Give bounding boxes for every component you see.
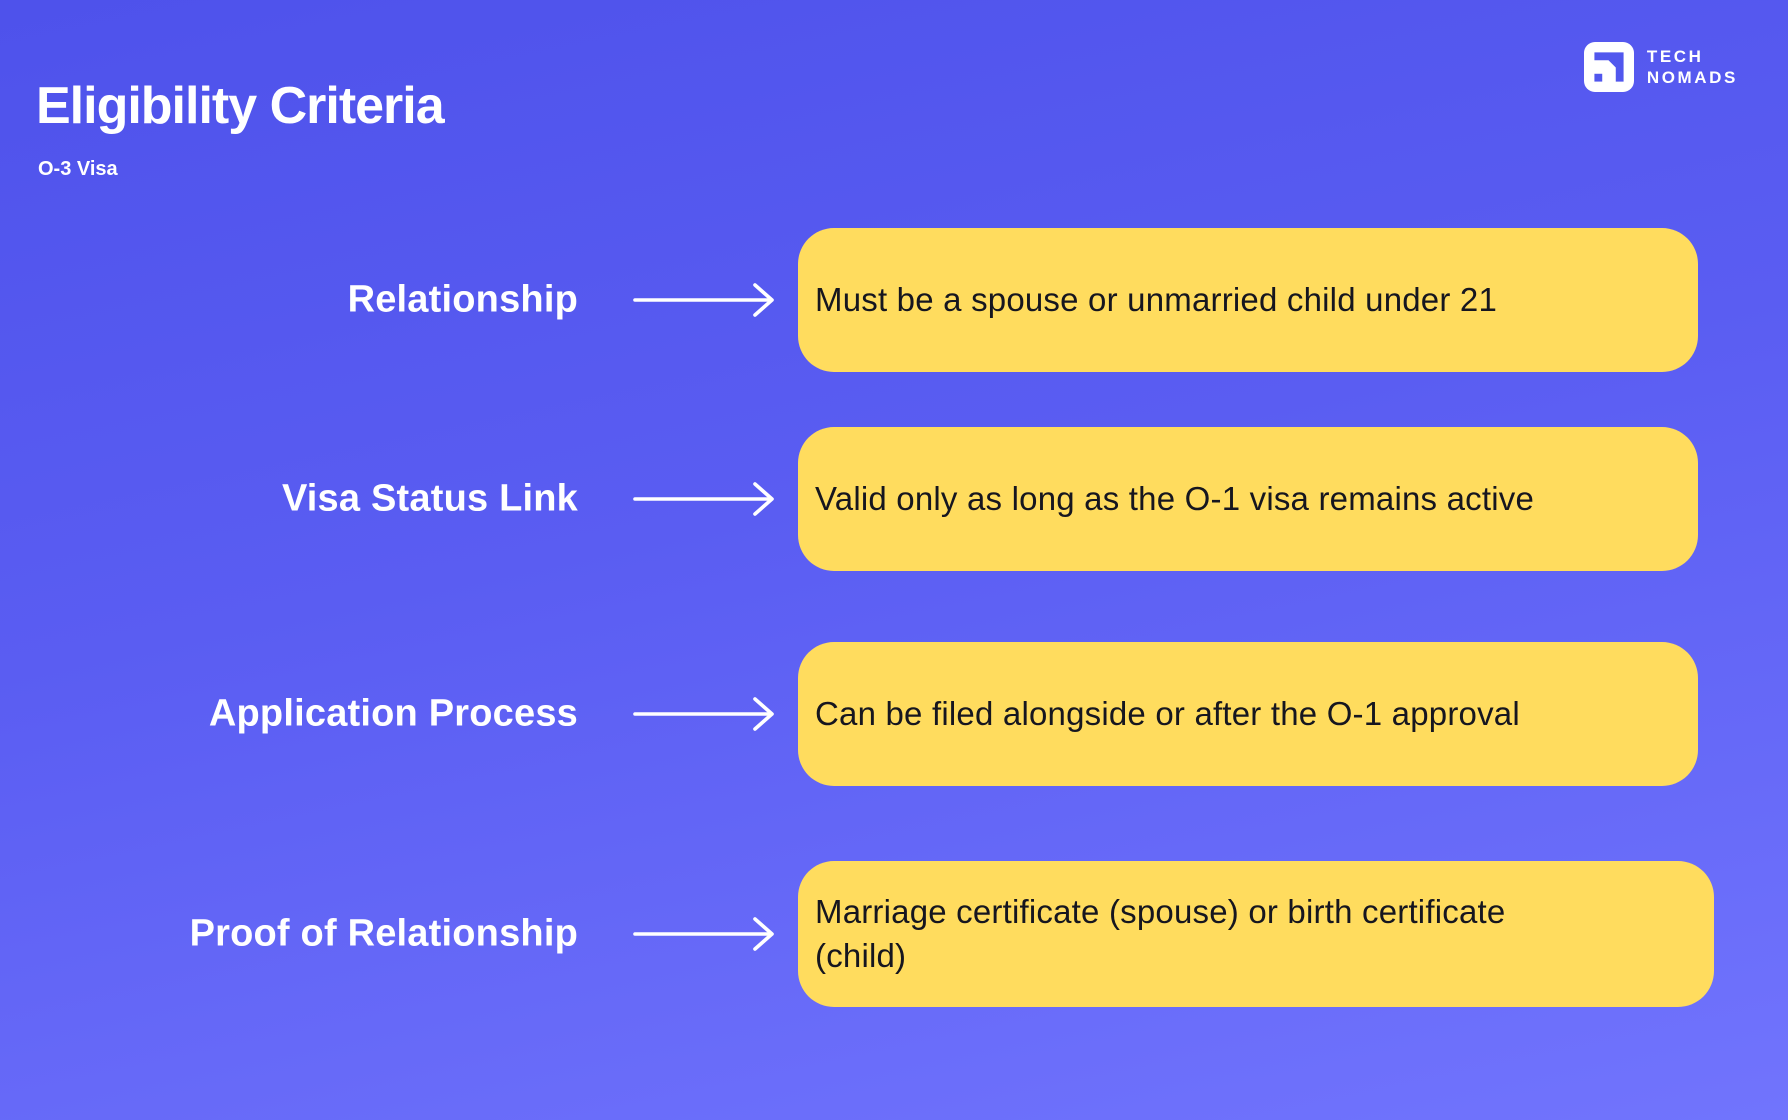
criteria-card: Must be a spouse or unmarried child unde…	[798, 228, 1698, 372]
tech-nomads-logo-icon	[1583, 42, 1634, 92]
arrow-right-icon	[633, 482, 774, 516]
row-label: Proof of Relationship	[189, 912, 578, 955]
criteria-row-visa-status-link: Visa Status Link Valid only as long as t…	[0, 427, 1788, 571]
row-label: Application Process	[208, 692, 578, 735]
criteria-card: Marriage certificate (spouse) or birth c…	[798, 861, 1714, 1007]
row-label: Visa Status Link	[281, 477, 578, 520]
arrow-right-icon	[633, 697, 774, 731]
brand-logo: TECH NOMADS	[1583, 42, 1738, 92]
card-description: Can be filed alongside or after the O-1 …	[815, 695, 1520, 732]
page-title: Eligibility Criteria	[36, 77, 445, 135]
criteria-card: Valid only as long as the O-1 visa remai…	[798, 427, 1698, 571]
card-description: Marriage certificate (spouse) or birth c…	[815, 893, 1506, 974]
arrow-right-icon	[633, 283, 774, 317]
card-description: Valid only as long as the O-1 visa remai…	[815, 480, 1535, 517]
card-description: Must be a spouse or unmarried child unde…	[815, 281, 1498, 318]
criteria-row-relationship: Relationship Must be a spouse or unmarri…	[0, 228, 1788, 372]
criteria-row-application-process: Application Process Can be filed alongsi…	[0, 642, 1788, 786]
brand-wordmark: TECH NOMADS	[1647, 46, 1738, 88]
brand-wordmark-line2: NOMADS	[1646, 68, 1738, 87]
arrow-right-icon	[633, 917, 774, 951]
criteria-card: Can be filed alongside or after the O-1 …	[798, 642, 1698, 786]
row-label: Relationship	[347, 278, 578, 321]
criteria-row-proof-of-relationship: Proof of Relationship Marriage certifica…	[0, 861, 1788, 1007]
page-subtitle: O-3 Visa	[38, 158, 118, 180]
brand-wordmark-line1: TECH	[1646, 47, 1704, 66]
